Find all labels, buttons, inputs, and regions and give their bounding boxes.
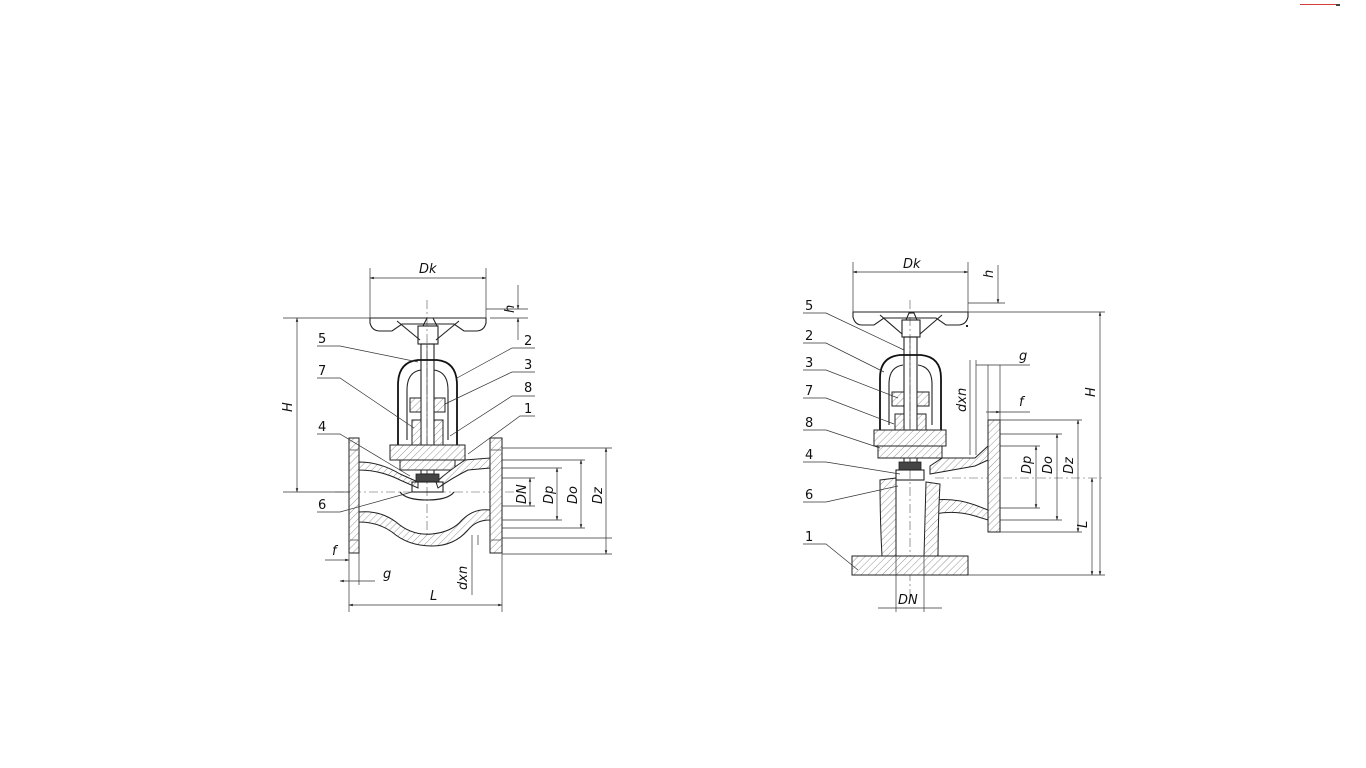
left-part-1: 1 [524,402,532,417]
left-part-7: 7 [318,364,326,379]
left-dimension-lines [283,268,612,612]
left-part-3: 3 [524,358,532,373]
right-dim-dz: Dz [1062,456,1077,474]
right-part-3: 3 [805,356,813,371]
right-dim-do: Do [1041,456,1056,474]
straight-globe-valve-drawing: Dk h H DN Dp Do Dz f g dxn L 5 2 3 7 8 1… [281,262,612,612]
right-part-2: 2 [805,329,813,344]
right-dim-big-h: H [1084,387,1099,397]
left-bonnet [389,359,466,471]
left-dim-l: L [430,589,437,604]
left-dim-f: f [332,544,339,559]
left-part-4: 4 [318,420,326,435]
right-dim-l: L [1076,521,1091,528]
right-dim-f: f [1019,395,1026,410]
right-part-7: 7 [805,384,813,399]
left-part-6: 6 [318,498,326,513]
right-leader-lines [803,312,905,571]
right-part-5: 5 [805,299,813,314]
right-handwheel [852,311,969,338]
corner-dots [1336,4,1340,6]
left-handwheel [369,317,487,345]
left-part-5: 5 [318,332,326,347]
left-dim-dp: Dp [542,486,557,504]
right-dim-dp: Dp [1020,456,1035,474]
left-dim-h: h [503,305,518,313]
right-dim-dk: Dk [903,257,921,272]
left-dim-dz: Dz [591,486,606,504]
right-part-8: 8 [805,416,813,431]
angle-globe-valve-drawing: Dk h g dxn f H Dp Do Dz L DN 5 2 3 7 8 4… [803,257,1105,612]
corner-mark [1300,4,1336,5]
right-part-1: 1 [805,530,813,545]
right-part-4: 4 [805,448,813,463]
left-part-2: 2 [524,334,532,349]
right-dimension-lines [852,262,1105,612]
left-part-8: 8 [524,381,532,396]
right-dim-dxn: dxn [955,388,970,412]
right-dim-dn: DN [898,593,918,608]
right-dim-g: g [1019,349,1027,364]
right-bonnet [873,354,947,459]
left-dim-do: Do [566,486,581,504]
right-part-6: 6 [805,488,813,503]
left-dim-dn: DN [515,484,530,504]
left-dim-big-h: H [281,402,296,412]
right-dim-h: h [982,270,997,278]
left-dim-g: g [383,567,391,582]
right-body [851,419,1001,576]
left-body [348,437,503,554]
left-dim-dk: Dk [419,262,437,277]
left-dim-dxn: dxn [456,566,471,590]
left-leader-lines [317,345,535,513]
